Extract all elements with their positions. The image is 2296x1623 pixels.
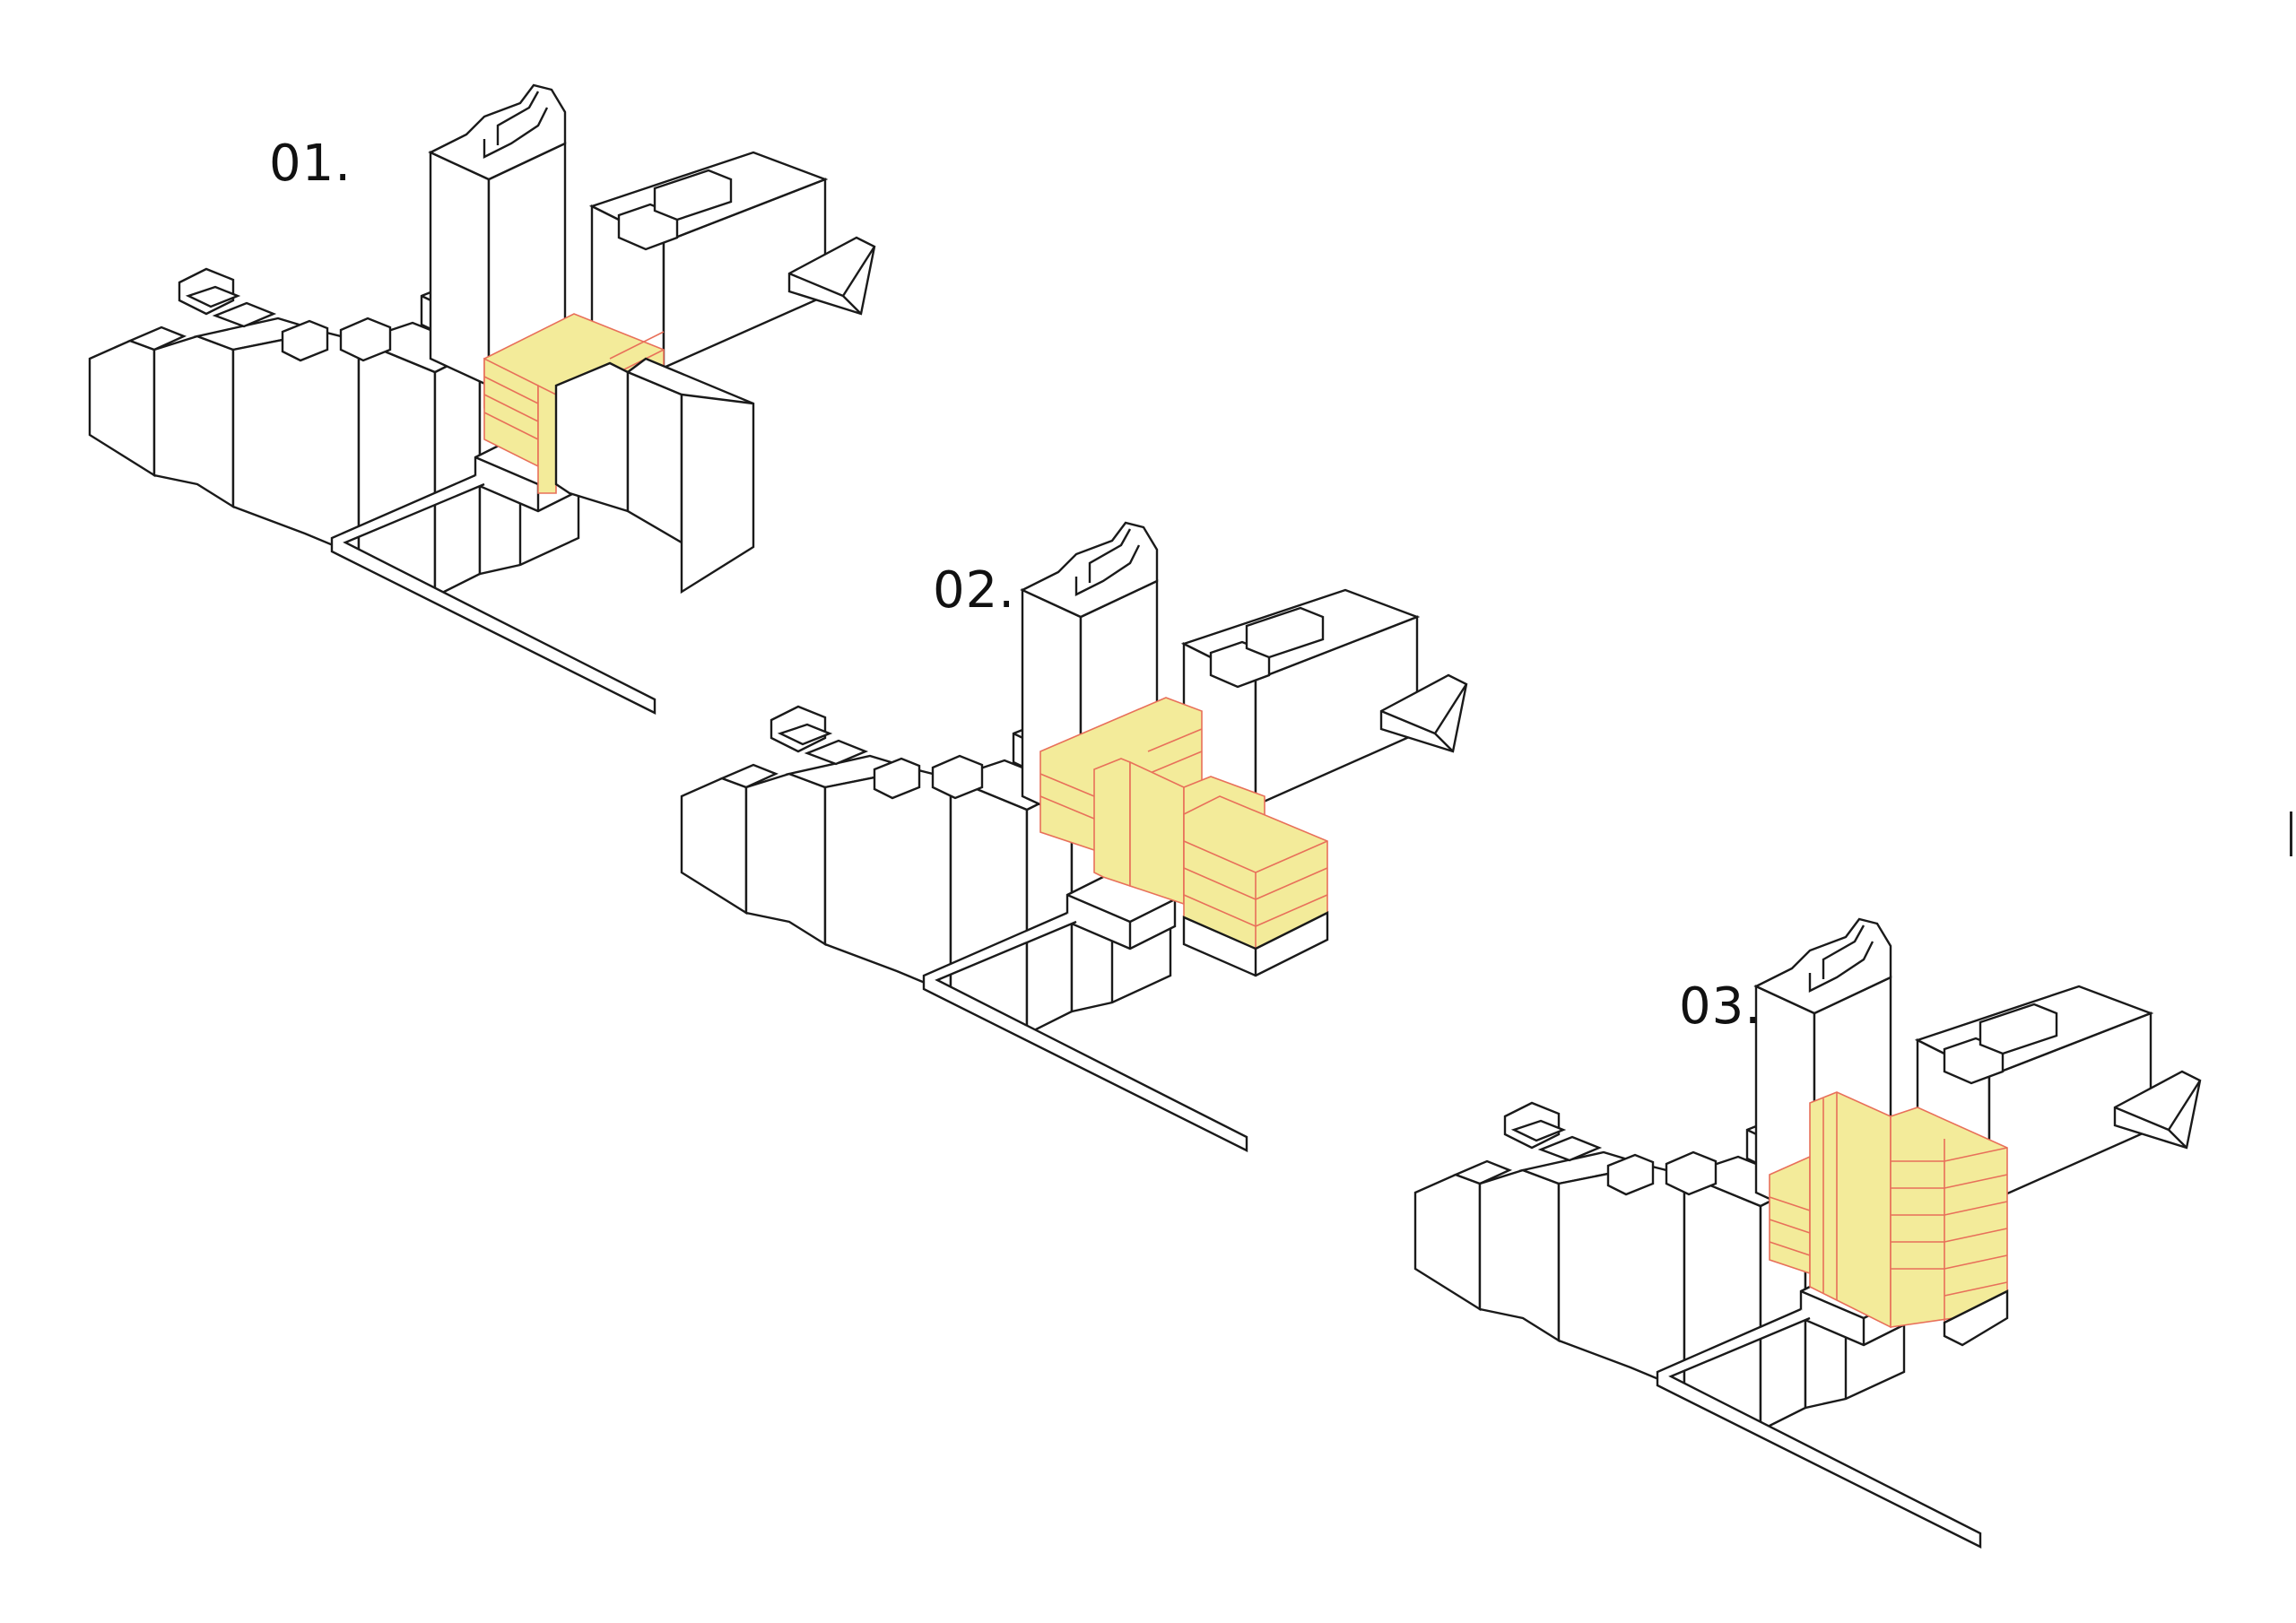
step-02-label: 02. [933,561,1016,620]
step-03-label: 03. [1679,977,1762,1036]
step-01-context [88,83,876,715]
step-01-diagram [88,83,876,715]
step-03-massing [1769,1091,2008,1329]
step-03-diagram [1413,917,2202,1549]
step-02-diagram [680,521,1468,1152]
step-02-massing [1039,697,1328,950]
edge-tick-mark [2290,812,2292,856]
step-01-label: 01. [269,135,352,193]
